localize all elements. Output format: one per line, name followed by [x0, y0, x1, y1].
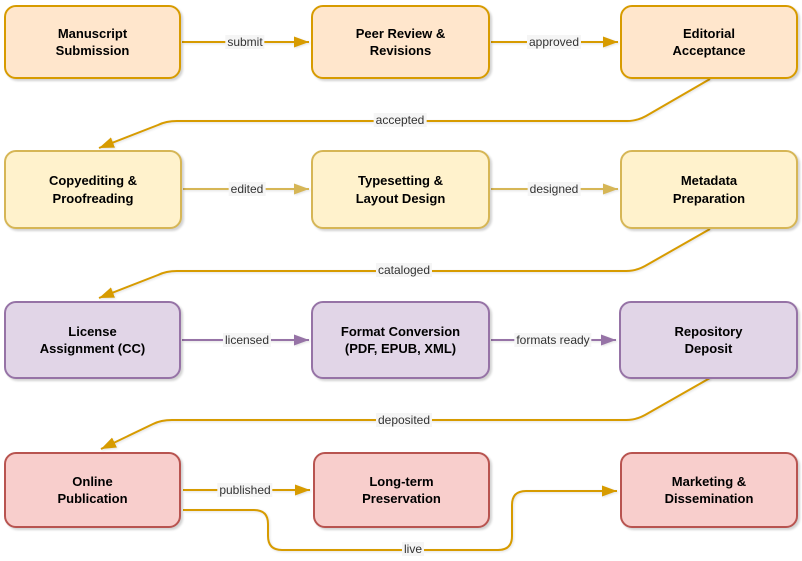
node-label-line: Deposit: [684, 341, 733, 356]
node-label-line: Submission: [55, 43, 130, 58]
node-label-line: Assignment (CC): [39, 341, 146, 356]
edge-label-edited[interactable]: edited: [228, 182, 266, 196]
node-label-line: Repository: [674, 323, 743, 339]
node-label-line: Publication: [57, 491, 128, 506]
node-label-line: Preparation: [672, 190, 746, 206]
node-editorial-acceptance[interactable]: Editorial Acceptance: [620, 5, 798, 79]
node-manuscript-submission[interactable]: Manuscript Submission: [4, 5, 181, 79]
node-label-line: Editorial: [682, 25, 735, 41]
edge-label-submit[interactable]: submit: [225, 35, 265, 49]
node-license-assignment-label: License Assignment (CC): [40, 323, 145, 357]
node-marketing-dissemination[interactable]: Marketing & Dissemination: [620, 452, 798, 528]
edge-label-approved[interactable]: approved: [526, 35, 582, 49]
node-repository-deposit-label: Repository Deposit: [675, 323, 743, 357]
node-label-line: Long-term: [369, 473, 434, 489]
node-label-line: Online: [72, 473, 113, 489]
node-online-publication-label: Online Publication: [57, 473, 127, 507]
node-typesetting-layout-design-label: Typesetting & Layout Design: [356, 172, 446, 206]
node-metadata-preparation[interactable]: Metadata Preparation: [620, 150, 798, 229]
node-long-term-preservation[interactable]: Long-term Preservation: [313, 452, 490, 528]
node-format-conversion-label: Format Conversion (PDF, EPUB, XML): [341, 323, 460, 357]
node-label-line: Manuscript: [57, 25, 128, 41]
edge-label-live[interactable]: live: [401, 542, 425, 556]
node-label-line: Dissemination: [664, 491, 754, 506]
node-long-term-preservation-label: Long-term Preservation: [362, 473, 441, 507]
node-repository-deposit[interactable]: Repository Deposit: [619, 301, 798, 379]
node-copyediting-proofreading[interactable]: Copyediting & Proofreading: [4, 150, 182, 229]
node-format-conversion[interactable]: Format Conversion (PDF, EPUB, XML): [311, 301, 490, 379]
edge-label-cataloged[interactable]: cataloged: [375, 263, 433, 277]
node-label-line: Proofreading: [52, 190, 134, 206]
node-label-line: License: [68, 323, 117, 339]
node-label-line: Revisions: [369, 43, 432, 58]
node-copyediting-proofreading-label: Copyediting & Proofreading: [49, 172, 137, 206]
node-label-line: Acceptance: [672, 43, 746, 58]
node-peer-review-revisions-label: Peer Review & Revisions: [356, 25, 446, 59]
node-peer-review-revisions[interactable]: Peer Review & Revisions: [311, 5, 490, 79]
node-label-line: Marketing &: [671, 473, 747, 489]
edge-label-deposited[interactable]: deposited: [375, 413, 433, 427]
node-label-line: Peer Review &: [355, 25, 446, 41]
node-label-line: (PDF, EPUB, XML): [344, 341, 457, 356]
node-marketing-dissemination-label: Marketing & Dissemination: [665, 473, 754, 507]
edge-label-published[interactable]: published: [217, 483, 273, 497]
edge-label-formats-ready[interactable]: formats ready: [514, 333, 592, 347]
edge-label-licensed[interactable]: licensed: [222, 333, 272, 347]
node-label-line: Preservation: [362, 491, 441, 506]
edge-label-accepted[interactable]: accepted: [373, 113, 427, 127]
node-label-line: Layout Design: [355, 190, 446, 206]
node-metadata-preparation-label: Metadata Preparation: [673, 172, 745, 206]
node-label-line: Format Conversion: [340, 323, 461, 339]
node-label-line: Copyediting &: [48, 173, 138, 189]
node-editorial-acceptance-label: Editorial Acceptance: [673, 25, 746, 59]
node-license-assignment[interactable]: License Assignment (CC): [4, 301, 181, 379]
node-manuscript-submission-label: Manuscript Submission: [56, 25, 130, 59]
node-label-line: Typesetting &: [357, 173, 443, 189]
node-label-line: Metadata: [680, 173, 738, 189]
node-online-publication[interactable]: Online Publication: [4, 452, 181, 528]
edge-label-designed[interactable]: designed: [527, 182, 581, 196]
node-typesetting-layout-design[interactable]: Typesetting & Layout Design: [311, 150, 490, 229]
edge-live-arrow[interactable]: [183, 485, 617, 551]
